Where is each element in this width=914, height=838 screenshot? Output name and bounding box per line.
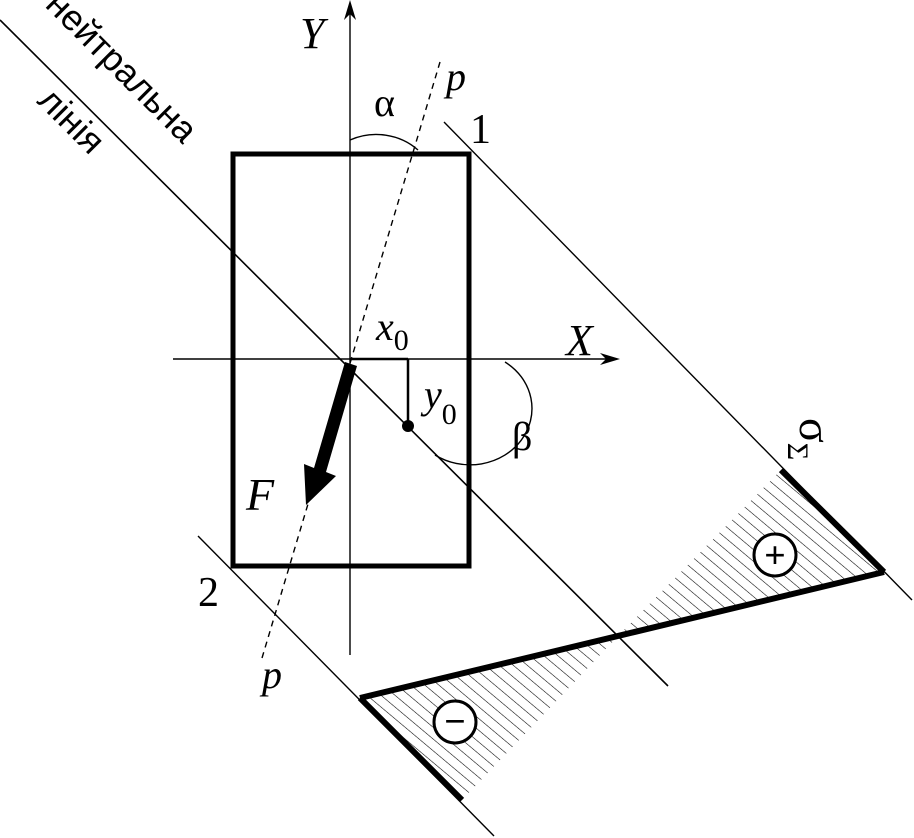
y-axis-arrow-icon — [344, 0, 356, 20]
y0-subscript: 0 — [442, 398, 457, 431]
x0-label: x0 — [375, 304, 409, 357]
beta-label: β — [512, 414, 532, 459]
load-point — [402, 420, 414, 432]
svg-text:σΣ: σΣ — [781, 418, 841, 460]
x0-subscript: 0 — [394, 324, 409, 357]
cross-section-rectangle — [230, 151, 472, 569]
sigma-subscript: Σ — [781, 443, 814, 460]
alpha-label: α — [374, 80, 395, 125]
neutral-line-label-2: лінія — [30, 79, 113, 162]
neutral-line — [0, 19, 669, 687]
stress-max-negative — [357, 695, 465, 803]
neutral-line-word2: лінія — [30, 79, 113, 162]
plus-circle-icon — [752, 532, 798, 578]
corner-2-label: 2 — [198, 570, 219, 616]
x-axis-label: X — [564, 316, 595, 365]
stress-max-positive — [778, 467, 887, 575]
force-label: F — [245, 469, 275, 520]
sigma-label: σΣ — [781, 418, 841, 460]
corner-1-label: 1 — [470, 107, 491, 153]
x-axis-arrow-icon — [600, 353, 620, 365]
y-axis-label: Y — [300, 9, 329, 58]
sigma-symbol: σ — [790, 418, 841, 443]
force-arrow-icon — [304, 362, 357, 505]
stress-profile-line — [359, 569, 885, 701]
alpha-arc — [349, 133, 419, 151]
stress-negative-region — [360, 632, 622, 800]
plus-sign: + — [764, 535, 786, 577]
minus-circle-icon — [432, 699, 478, 745]
minus-sign: − — [444, 701, 466, 743]
y0-label: y0 — [420, 372, 457, 431]
p-bottom-label: p — [259, 652, 282, 697]
p-top-label: p — [443, 54, 466, 99]
beta-arc — [434, 361, 533, 466]
